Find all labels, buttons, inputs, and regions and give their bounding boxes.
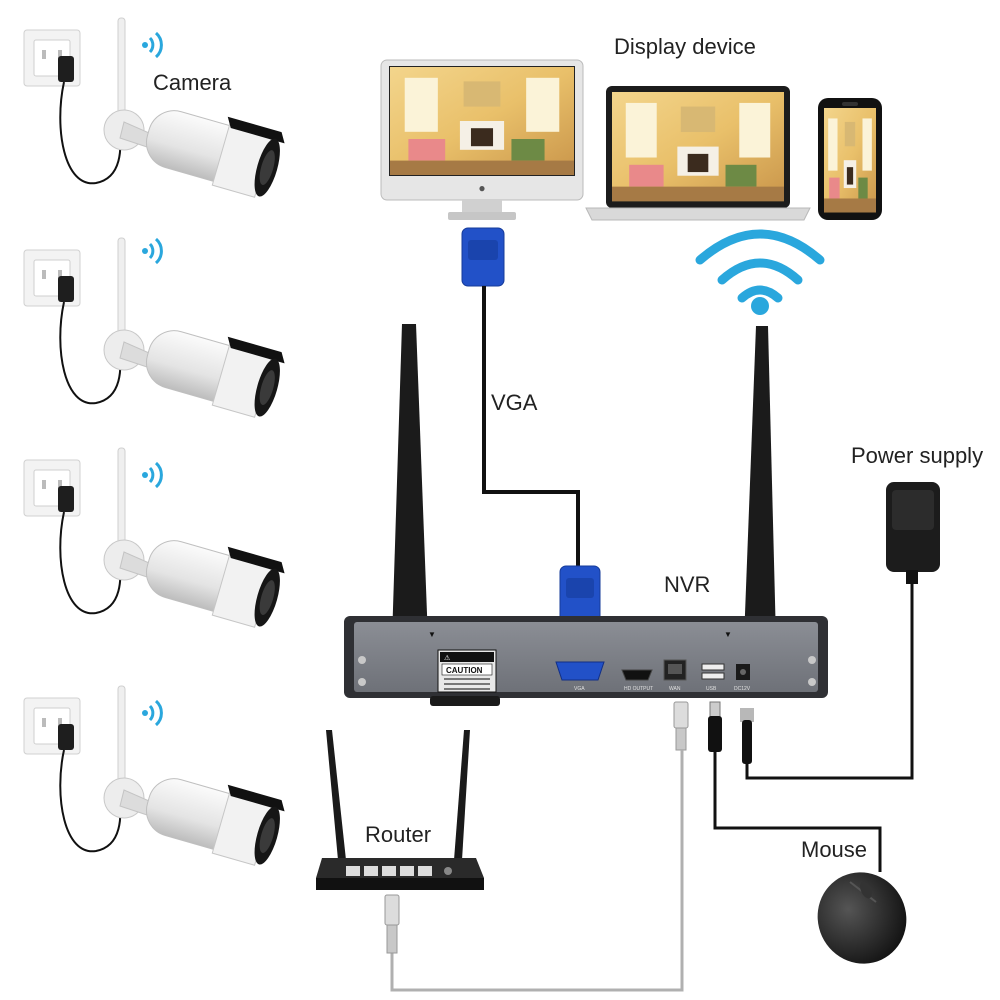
power-adapter <box>886 482 940 584</box>
apple-logo-icon: ● <box>478 181 485 195</box>
ethernet-cable <box>384 701 689 992</box>
wifi-icon <box>140 31 163 59</box>
usb-port: USB <box>701 663 725 692</box>
wifi-icon <box>695 229 825 315</box>
vga-cable <box>461 227 601 623</box>
caution-label: ⚠ CAUTION <box>437 649 497 693</box>
nvr-label: NVR <box>664 572 710 597</box>
wifi-icon <box>140 699 163 727</box>
svg-text:USB: USB <box>706 686 717 692</box>
usb-cable <box>708 701 882 872</box>
svg-text:VGA: VGA <box>574 686 585 692</box>
warning-icon: ⚠ <box>444 654 451 662</box>
antenna-marker-icon: ▼ <box>428 630 436 639</box>
camera-2 <box>23 237 289 423</box>
power-supply-label: Power supply <box>851 443 983 468</box>
camera-3 <box>23 447 289 633</box>
mouse-label: Mouse <box>801 837 867 862</box>
smartphone <box>818 98 882 220</box>
camera-4 <box>23 685 289 871</box>
camera-1 <box>23 17 289 203</box>
vga-port: VGA <box>555 661 605 692</box>
wifi-icon <box>140 237 163 265</box>
mouse <box>817 872 907 964</box>
hdmi-port: HD OUTPUT <box>621 669 653 692</box>
vga-label: VGA <box>491 390 538 415</box>
camera-label: Camera <box>153 70 232 95</box>
antenna-marker-icon: ▼ <box>724 630 732 639</box>
svg-text:CAUTION: CAUTION <box>446 666 483 675</box>
monitor: ● <box>380 59 584 220</box>
wan-port: WAN <box>663 659 687 692</box>
svg-text:DC12V: DC12V <box>734 686 751 692</box>
svg-text:HD OUTPUT: HD OUTPUT <box>624 686 653 692</box>
display-device-label: Display device <box>614 34 756 59</box>
power-cable <box>740 582 914 780</box>
router <box>316 730 484 890</box>
svg-text:WAN: WAN <box>669 686 681 692</box>
wifi-icon <box>140 461 163 489</box>
dc-power-port: DC12V <box>734 664 751 692</box>
laptop <box>585 86 811 221</box>
router-label: Router <box>365 822 431 847</box>
nvr: ▼ ▼ ⚠ CAUTION VGA HD OUTPUT WAN <box>344 324 828 706</box>
